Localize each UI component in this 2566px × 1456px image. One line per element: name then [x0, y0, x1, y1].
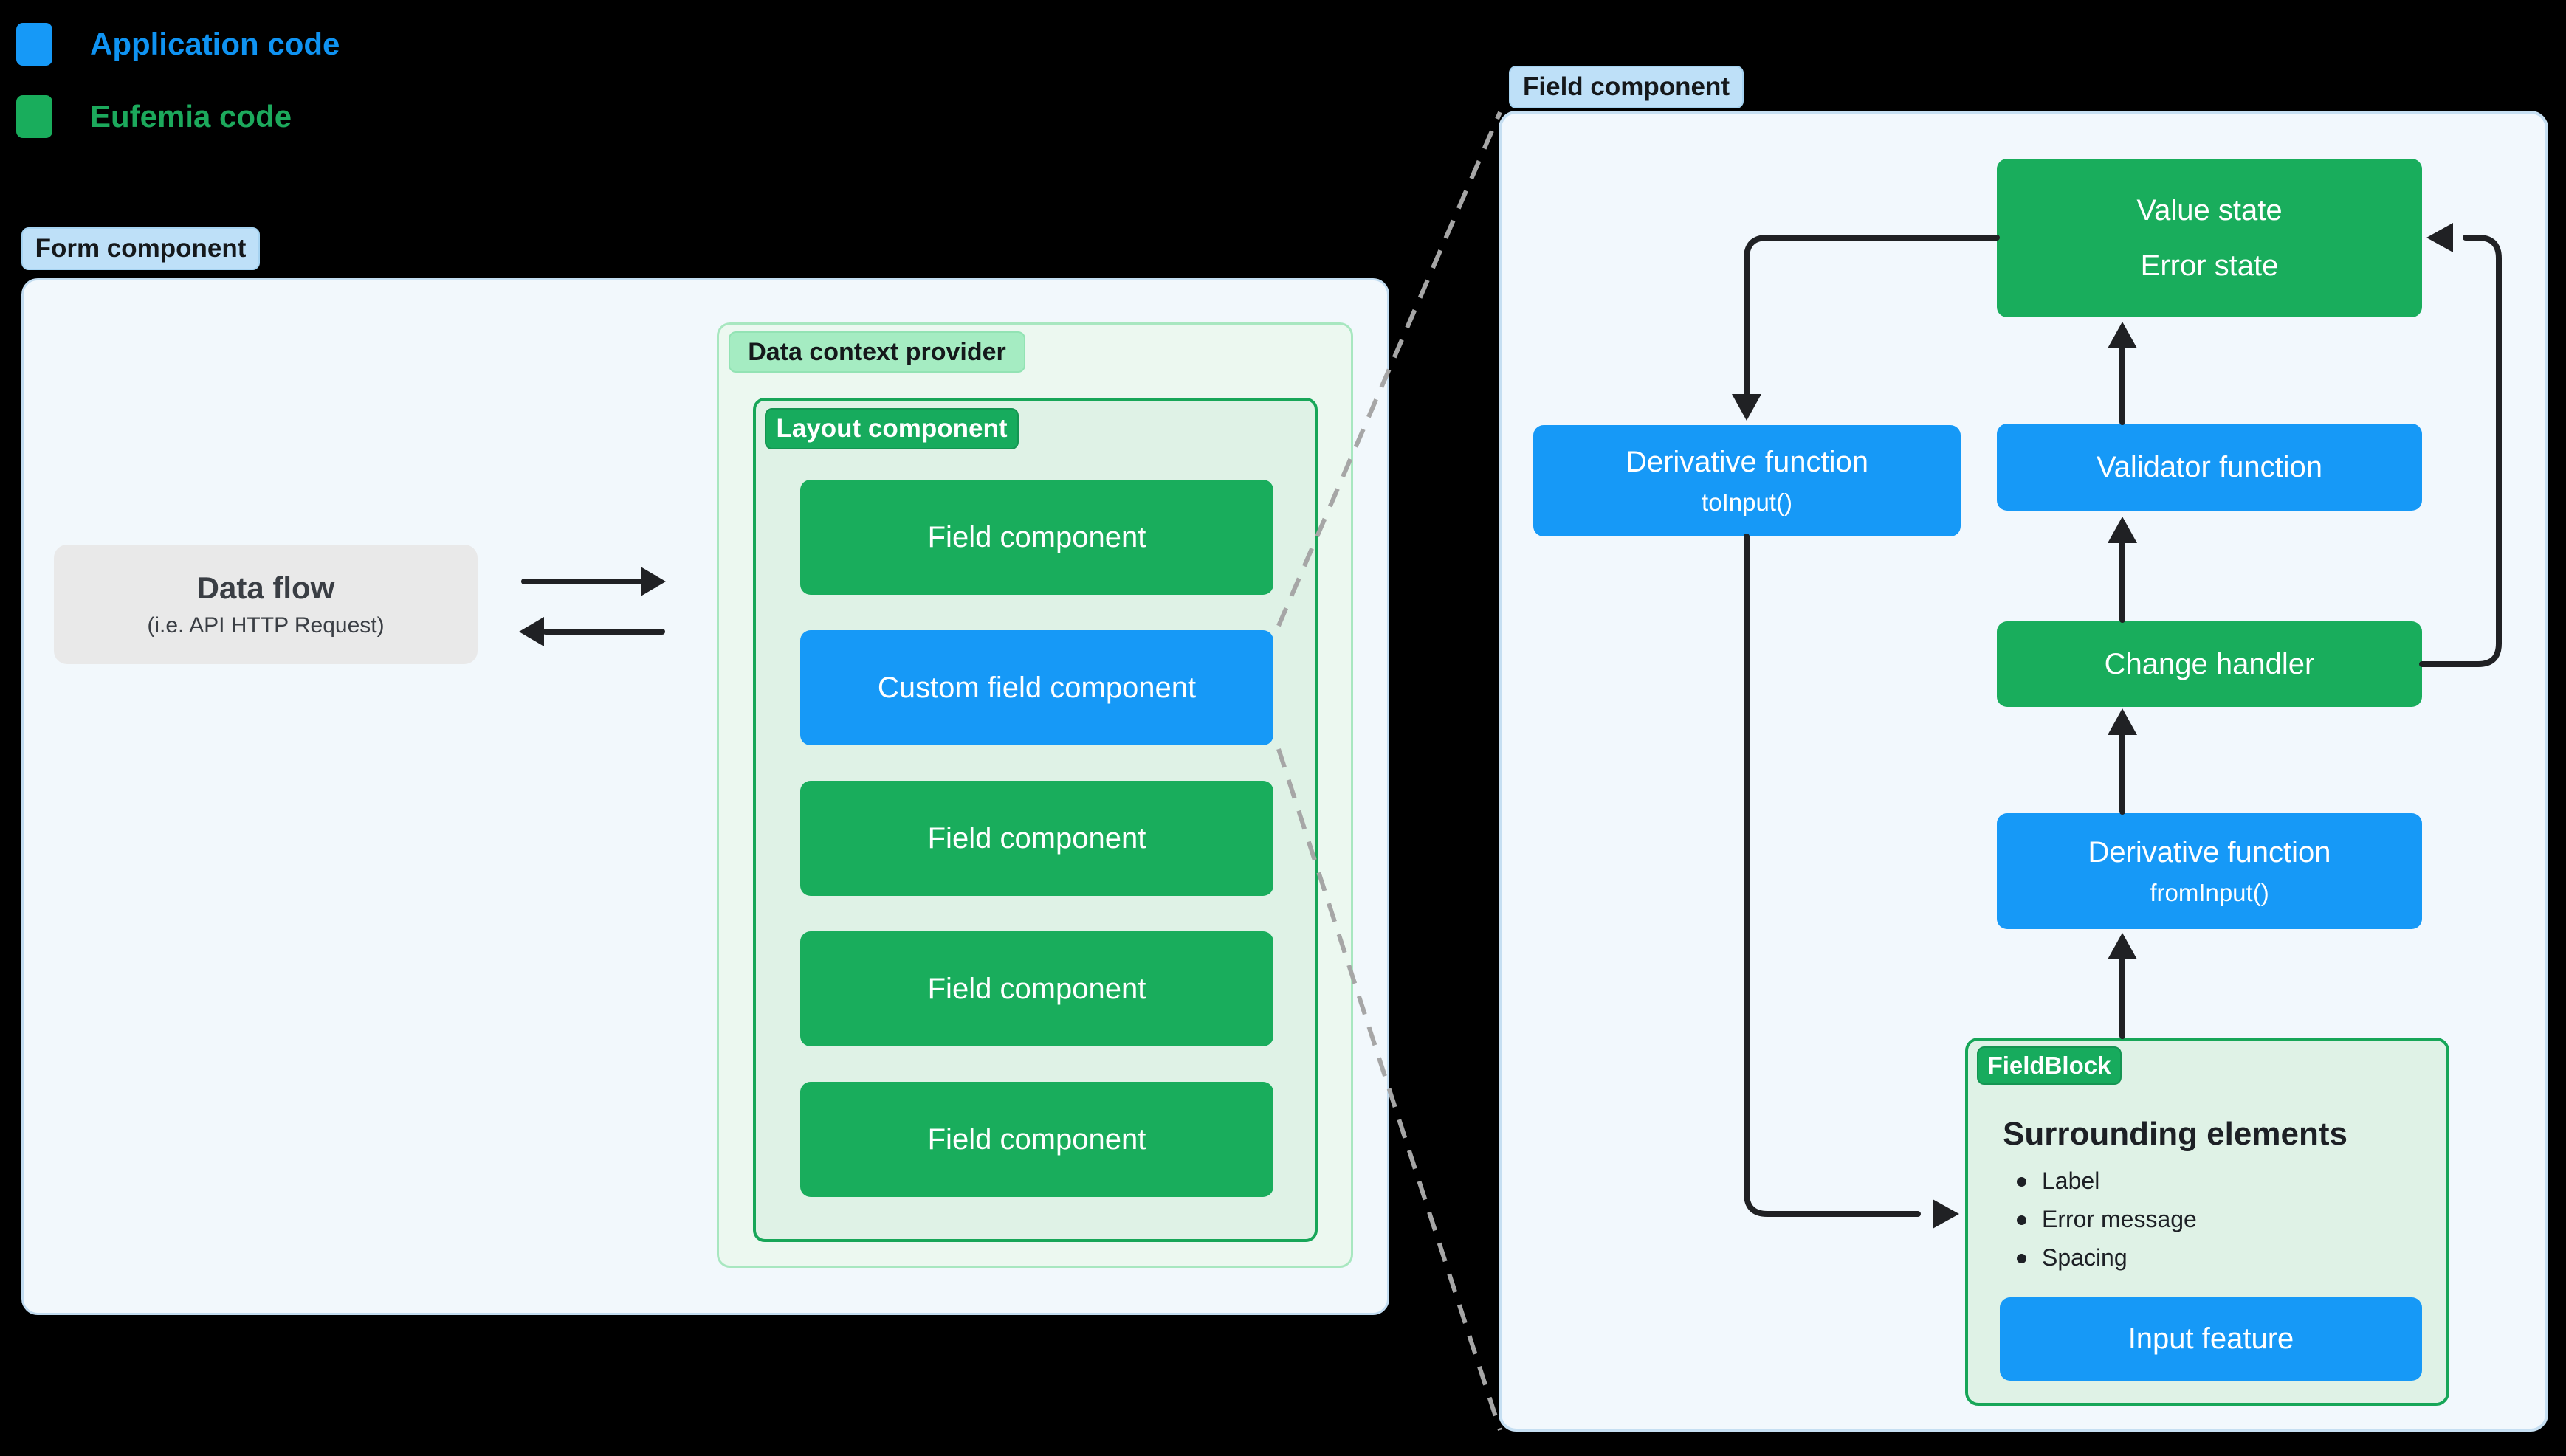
data-flow-title: Data flow: [196, 570, 335, 605]
value-state-line1: Value state: [2136, 193, 2283, 227]
value-state-line2: Error state: [2140, 249, 2279, 282]
arrowhead-into-frominput-icon: [2108, 933, 2137, 959]
derivative-frominput-subtitle: fromInput(): [2150, 879, 2269, 907]
change-handler-box: Change handler: [1997, 621, 2422, 707]
derivative-function-toinput-box: Derivative function toInput(): [1533, 425, 1961, 536]
validator-function-box: Validator function: [1997, 424, 2422, 511]
connector-value-state-to-toinput: [1744, 235, 2000, 397]
data-flow-box: Data flow (i.e. API HTTP Request): [54, 545, 478, 664]
arrowhead-into-validator-icon: [2108, 517, 2137, 543]
data-flow-subtitle: (i.e. API HTTP Request): [147, 613, 385, 638]
value-state-box: Value state Error state: [1997, 159, 2422, 317]
arrowhead-data-flow-right-icon: [641, 567, 666, 596]
derivative-toinput-subtitle: toInput(): [1702, 489, 1792, 517]
legend-label-eufemia: Eufemia code: [90, 99, 292, 134]
list-item-spacing: Spacing: [2009, 1244, 2197, 1272]
field-component-box-2: Field component: [800, 781, 1273, 896]
field-component-box-3-label: Field component: [927, 972, 1146, 1005]
field-component-detail-badge: Field component: [1509, 66, 1744, 108]
layout-component-badge: Layout component: [765, 408, 1019, 449]
field-component-box-1-label: Field component: [927, 520, 1146, 553]
arrowhead-loop-into-value-state-icon: [2426, 223, 2453, 252]
zoom-guide-line-top: [1276, 111, 1502, 627]
field-component-box-3: Field component: [800, 931, 1273, 1046]
field-component-box-4: Field component: [800, 1082, 1273, 1197]
input-feature-box: Input feature: [2000, 1297, 2422, 1381]
data-context-provider-badge: Data context provider: [729, 331, 1025, 373]
derivative-function-frominput-box: Derivative function fromInput(): [1997, 813, 2422, 929]
legend-swatch-eufemia-icon: [16, 95, 52, 138]
field-component-box-2-label: Field component: [927, 821, 1146, 855]
surrounding-elements-list: Label Error message Spacing: [2009, 1167, 2197, 1283]
derivative-frominput-title: Derivative function: [2088, 835, 2331, 869]
arrowhead-into-fieldblock-icon: [1933, 1199, 1959, 1229]
form-component-badge: Form component: [21, 227, 260, 270]
fieldblock-badge: FieldBlock: [1977, 1046, 2122, 1085]
zoom-guide-line-bottom: [1276, 748, 1502, 1431]
arrowhead-data-flow-left-icon: [519, 617, 544, 646]
custom-field-component-label: Custom field component: [877, 671, 1197, 704]
surrounding-elements-heading: Surrounding elements: [2003, 1116, 2347, 1152]
field-component-box-1: Field component: [800, 480, 1273, 595]
custom-field-component-box: Custom field component: [800, 630, 1273, 745]
connector-toinput-to-fieldblock: [1744, 534, 1921, 1217]
connector-change-handler-to-value-state: [2419, 235, 2502, 667]
change-handler-label: Change handler: [2104, 647, 2315, 680]
arrowhead-into-change-handler-icon: [2108, 708, 2137, 735]
list-item-error-message: Error message: [2009, 1206, 2197, 1233]
arrowhead-into-toinput-icon: [1732, 394, 1761, 421]
validator-function-label: Validator function: [2096, 450, 2323, 483]
list-item-label: Label: [2009, 1167, 2197, 1195]
input-feature-label: Input feature: [2128, 1322, 2294, 1356]
legend-swatch-application-icon: [16, 23, 52, 66]
arrowhead-into-value-state-icon: [2108, 322, 2137, 348]
derivative-toinput-title: Derivative function: [1625, 445, 1869, 478]
legend-label-application: Application code: [90, 27, 340, 61]
field-component-box-4-label: Field component: [927, 1122, 1146, 1156]
